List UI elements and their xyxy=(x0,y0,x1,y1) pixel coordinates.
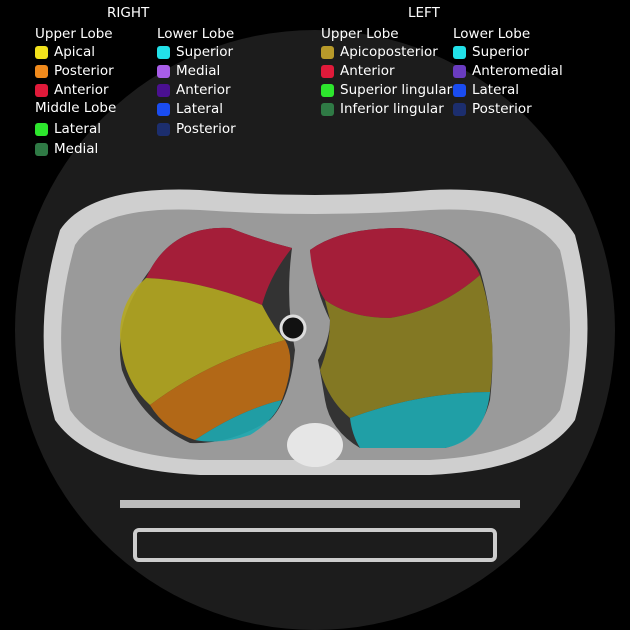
legend-right-lower-heading: Lower Lobe xyxy=(157,26,235,42)
right-apical-segment xyxy=(120,278,285,405)
color-swatch xyxy=(321,45,334,59)
legend-item: Posterior xyxy=(157,121,236,137)
legend-item: Posterior xyxy=(35,63,114,79)
legend-label: Lateral xyxy=(176,101,223,117)
color-swatch xyxy=(453,45,466,59)
legend-label: Lateral xyxy=(54,121,101,137)
color-swatch xyxy=(157,83,170,97)
legend-item: Apical xyxy=(35,44,95,60)
legend-label: Superior xyxy=(472,44,530,60)
left-superior-lower-segment xyxy=(350,392,490,448)
legend-item: Lateral xyxy=(157,101,223,117)
color-swatch xyxy=(35,45,48,59)
legend-label: Anterior xyxy=(176,82,231,98)
left-apicoposterior-segment xyxy=(320,275,493,418)
legend-left-upper-heading: Upper Lobe xyxy=(321,26,399,42)
legend-item: Medial xyxy=(35,141,98,157)
legend-label: Superior xyxy=(176,44,234,60)
color-swatch xyxy=(321,64,334,78)
right-posterior-segment xyxy=(150,340,291,440)
vertebra xyxy=(287,423,343,467)
color-swatch xyxy=(321,102,334,116)
color-swatch xyxy=(453,64,466,78)
right-superior-lower-segment xyxy=(195,400,282,442)
legend-label: Inferior lingular xyxy=(340,101,444,117)
legend-label: Lateral xyxy=(472,82,519,98)
color-swatch xyxy=(157,64,170,78)
color-swatch xyxy=(157,45,170,59)
legend-item: Anterior xyxy=(321,63,395,79)
legend-right-upper-heading: Upper Lobe xyxy=(35,26,113,42)
legend-label: Medial xyxy=(176,63,221,79)
legend-item: Lateral xyxy=(35,121,101,137)
legend-item: Inferior lingular xyxy=(321,101,444,117)
legend-item: Posterior xyxy=(453,101,532,117)
legend-right-middle-heading: Middle Lobe xyxy=(35,100,117,116)
color-swatch xyxy=(453,102,466,116)
color-swatch xyxy=(35,83,48,97)
left-anterior-segment xyxy=(310,228,480,318)
legend-label: Posterior xyxy=(54,63,114,79)
legend-right-title: RIGHT xyxy=(107,5,150,21)
legend-left-lower-heading: Lower Lobe xyxy=(453,26,531,42)
legend-item: Anterior xyxy=(35,82,109,98)
legend-label: Medial xyxy=(54,141,99,157)
right-anterior-segment xyxy=(146,227,292,305)
legend-item: Anteromedial xyxy=(453,63,563,79)
legend-label: Superior lingular xyxy=(340,82,453,98)
legend-label: Apicoposterior xyxy=(340,44,438,60)
color-swatch xyxy=(35,64,48,78)
legend-item: Anterior xyxy=(157,82,231,98)
legend-label: Posterior xyxy=(176,121,236,137)
legend-label: Anteromedial xyxy=(472,63,563,79)
color-swatch xyxy=(321,83,334,97)
scanner-table xyxy=(120,500,520,508)
legend-label: Posterior xyxy=(472,101,532,117)
legend-label: Apical xyxy=(54,44,96,60)
color-swatch xyxy=(35,142,48,156)
trachea xyxy=(279,314,307,342)
legend-item: Apicoposterior xyxy=(321,44,438,60)
legend-item: Medial xyxy=(157,63,220,79)
legend-item: Superior xyxy=(157,44,233,60)
scanner-table-base xyxy=(133,528,497,562)
legend-label: Anterior xyxy=(340,63,395,79)
legend-left-title: LEFT xyxy=(408,5,440,21)
color-swatch xyxy=(157,122,170,136)
legend-item: Superior xyxy=(453,44,529,60)
color-swatch xyxy=(157,102,170,116)
color-swatch xyxy=(453,83,466,97)
color-swatch xyxy=(35,122,48,136)
legend-item: Lateral xyxy=(453,82,519,98)
legend-item: Superior lingular xyxy=(321,82,452,98)
legend-label: Anterior xyxy=(54,82,109,98)
